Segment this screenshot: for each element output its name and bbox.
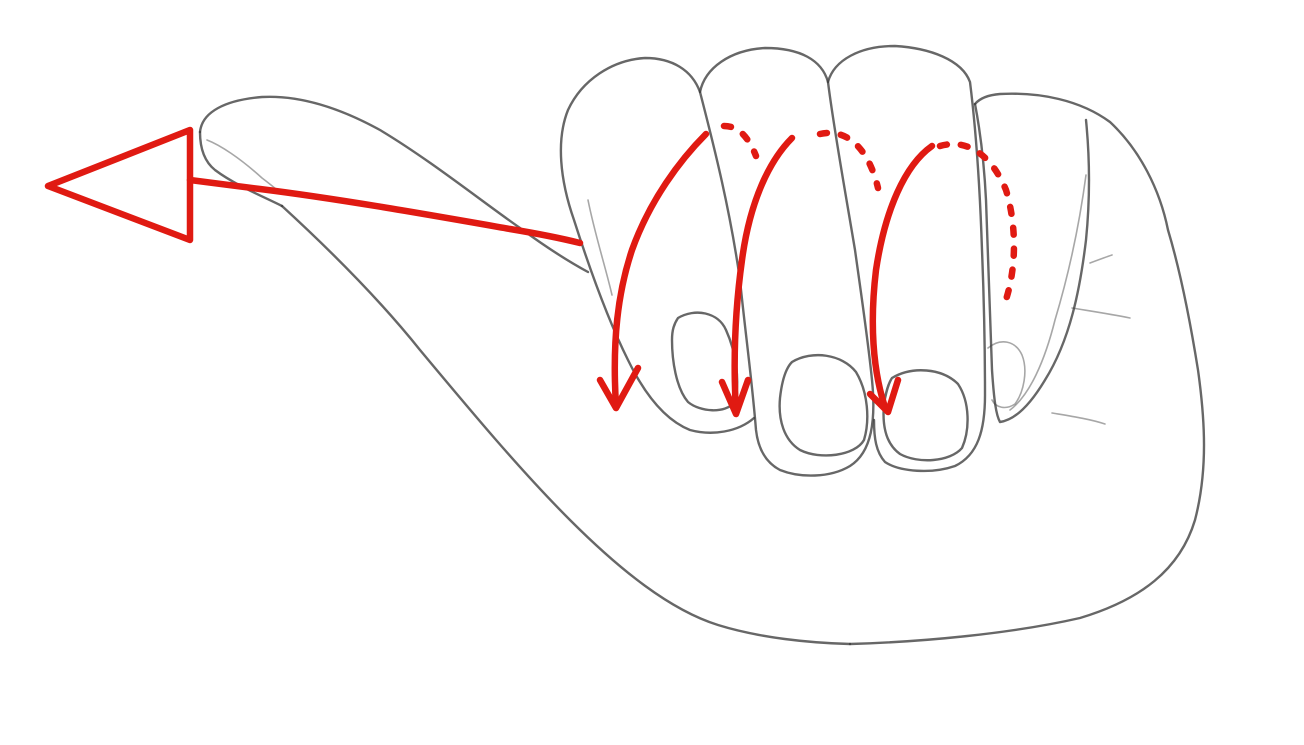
- middle-curl-arrowhead: [718, 376, 752, 418]
- index-finger-outline: [559, 56, 756, 434]
- back-of-hand-line: [1009, 174, 1087, 411]
- thumb-tip: [198, 130, 284, 208]
- palm-bottom-outline: [848, 92, 1206, 646]
- middle-curl-arrow: [731, 134, 796, 416]
- crease-line-2: [1071, 307, 1131, 319]
- index-fingernail: [670, 311, 739, 412]
- thumb-extension-arrow: [186, 176, 584, 247]
- thumb-lower-outline: [280, 204, 852, 646]
- thumb-upper-outline: [198, 95, 590, 274]
- ring-curl-arrowhead: [866, 376, 902, 416]
- ring-finger-outline: [826, 44, 987, 473]
- pinky-fingernail: [987, 341, 1026, 409]
- crease-line-3: [1051, 412, 1106, 425]
- crease-line-1: [1089, 254, 1113, 264]
- index-curl-arrow: [611, 130, 710, 410]
- hand-sketch: [198, 44, 1206, 646]
- index-dotted-guide: [720, 122, 760, 160]
- middle-fingernail: [778, 354, 869, 457]
- middle-finger-outline: [698, 46, 875, 477]
- index-curl-arrowhead: [596, 364, 642, 412]
- annotation-layer: [44, 122, 1018, 418]
- ring-dotted-guide: [936, 140, 1018, 312]
- ring-curl-arrow: [869, 142, 936, 414]
- thumb-arrowhead: [44, 126, 194, 244]
- middle-dotted-guide: [816, 129, 882, 192]
- pinky-finger-outline: [973, 102, 1091, 424]
- index-finger-inner-edge: [587, 199, 613, 296]
